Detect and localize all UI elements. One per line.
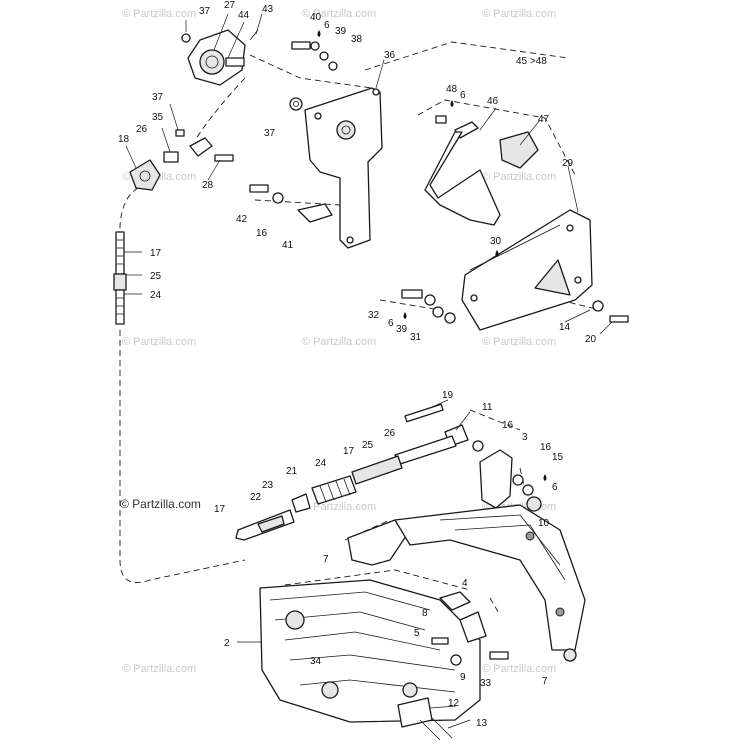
bracket-36: [304, 87, 383, 249]
bolt-set-32-31: [401, 289, 629, 324]
callout-16: 16: [540, 442, 552, 453]
bolt-set-42-41: [249, 184, 333, 223]
callout-23: 23: [262, 480, 274, 491]
callout-40: 40: [310, 12, 322, 23]
callout-29: 29: [562, 158, 574, 169]
callout-13: 13: [476, 718, 488, 729]
callout-6: 6: [324, 20, 330, 31]
callout-7: 7: [323, 554, 329, 565]
callout-28: 28: [202, 180, 214, 191]
callout-42: 42: [236, 214, 248, 225]
callout-25: 25: [150, 271, 162, 282]
callout-16: 16: [502, 420, 514, 431]
callout-35: 35: [152, 112, 164, 123]
callout-6: 6: [388, 318, 394, 329]
callout-3: 3: [522, 432, 528, 443]
callout-34: 34: [310, 656, 322, 667]
callout-43: 43: [262, 4, 274, 15]
callout-38: 38: [351, 34, 363, 45]
frame-housing: [259, 504, 586, 741]
leader-lines: [124, 13, 613, 729]
callout-11: 11: [482, 402, 493, 413]
callout-14: 14: [559, 322, 571, 333]
watermark: © Partzilla.com: [482, 8, 556, 20]
callout-33: 33: [480, 678, 492, 689]
callout-17: 17: [343, 446, 355, 457]
mounting-plate-29: [461, 209, 593, 331]
callout-18: 18: [118, 134, 130, 145]
callout-37: 37: [152, 92, 164, 103]
watermark: © Partzilla.com: [482, 336, 556, 348]
callout-47: 47: [538, 114, 550, 125]
callout-30: 30: [490, 236, 502, 247]
callout-8: 8: [422, 608, 428, 619]
callout-labels: 37 27 44 43 40 6 39 38 36 37 35 18 26 37…: [118, 0, 597, 729]
watermark: © Partzilla.com: [302, 336, 376, 348]
callout-31: 31: [410, 332, 422, 343]
callout-19: 19: [442, 390, 454, 401]
callout-5: 5: [414, 628, 420, 639]
callout-10: 10: [538, 518, 550, 529]
callout-45-48: 45 >48: [516, 56, 547, 67]
brake-pedal-46: [424, 100, 539, 226]
watermark: © Partzilla.com: [482, 663, 556, 675]
watermark: © Partzilla.com: [482, 171, 556, 183]
bolt-set-top: [289, 30, 338, 111]
callout-41: 41: [282, 240, 294, 251]
cable-vertical: [113, 231, 127, 325]
watermark: © Partzilla.com: [302, 501, 376, 513]
callout-48: 48: [446, 84, 458, 95]
callout-24: 24: [150, 290, 162, 301]
callout-22: 22: [250, 492, 262, 503]
callout-24: 24: [315, 458, 327, 469]
callout-6: 6: [460, 90, 466, 101]
callout-21: 21: [286, 466, 298, 477]
callout-39: 39: [396, 324, 408, 335]
callout-7: 7: [542, 676, 548, 687]
callout-26: 26: [384, 428, 396, 439]
callout-17: 17: [214, 504, 226, 515]
callout-16: 16: [256, 228, 268, 239]
callout-26: 26: [136, 124, 148, 135]
bracket-3-group: [472, 440, 547, 512]
callout-46: 46: [487, 96, 499, 107]
callout-36: 36: [384, 50, 396, 61]
watermark: © Partzilla.com: [122, 336, 196, 348]
watermark: © Partzilla.com: [302, 8, 376, 20]
callout-25: 25: [362, 440, 374, 451]
callout-4: 4: [462, 578, 468, 589]
callout-17: 17: [150, 248, 162, 259]
callout-12: 12: [448, 698, 460, 709]
callout-2: 2: [224, 638, 230, 649]
watermark: © Partzilla.com: [122, 663, 196, 675]
callout-15: 15: [552, 452, 564, 463]
callout-27: 27: [224, 0, 236, 11]
callout-37: 37: [264, 128, 276, 139]
watermark-main: © Partzilla.com: [120, 497, 201, 511]
callout-20: 20: [585, 334, 597, 345]
callout-6: 6: [552, 482, 558, 493]
callout-37: 37: [199, 6, 211, 17]
pedal-mechanism-top: [181, 29, 259, 86]
callout-9: 9: [460, 672, 466, 683]
callout-44: 44: [238, 10, 250, 21]
cable-horizontal: [235, 403, 469, 541]
watermark: © Partzilla.com: [122, 8, 196, 20]
cable-end-items: [129, 129, 234, 191]
callout-39: 39: [335, 26, 347, 37]
callout-32: 32: [368, 310, 380, 321]
